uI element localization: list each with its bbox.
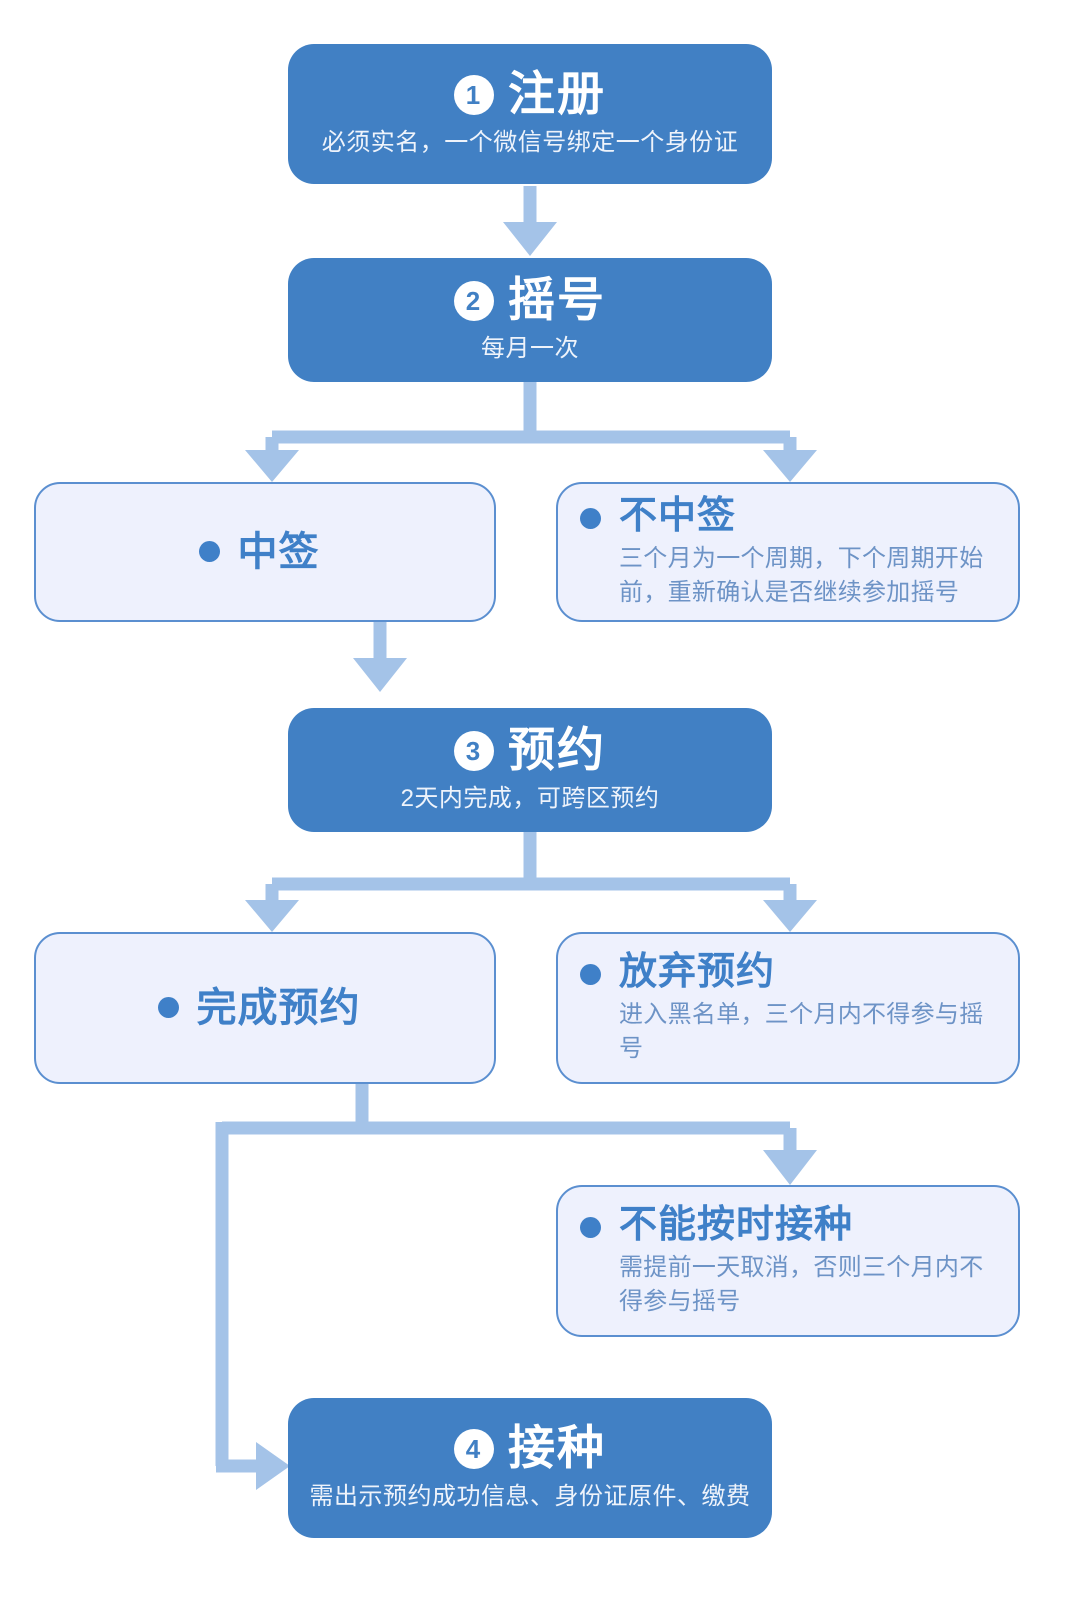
- edge-done-split: [222, 1084, 817, 1185]
- outcome-desc-giveup: 进入黑名单，三个月内不得参与摇号: [619, 1000, 984, 1063]
- edge-done-to-vaccinate: [215, 1122, 290, 1490]
- step-node-vaccinate[interactable]: 4 接种 需出示预约成功信息、身份证原件、缴费: [288, 1398, 772, 1538]
- bullet-icon: [580, 963, 601, 985]
- outcome-heading-done: 完成预约: [196, 985, 361, 1030]
- outcome-heading-win: 中签: [237, 529, 320, 574]
- step-node-lottery[interactable]: 2 摇号 每月一次: [288, 258, 772, 382]
- step-subtitle-register: 必须实名，一个微信号绑定一个身份证: [321, 128, 739, 156]
- outcome-desc-late: 需提前一天取消，否则三个月内不得参与摇号: [619, 1253, 984, 1316]
- edge-register-to-lottery: [503, 186, 557, 256]
- outcome-node-win[interactable]: 中签: [34, 482, 496, 622]
- bullet-icon: [580, 1216, 601, 1238]
- outcome-heading-nowin: 不中签: [619, 494, 737, 537]
- step-title-text-appoint: 预约: [508, 723, 606, 777]
- step-title-text-vaccinate: 接种: [508, 1421, 606, 1475]
- outcome-texts-late: 不能按时接种 需提前一天取消，否则三个月内不得参与摇号: [619, 1203, 996, 1319]
- step-badge-2: 2: [454, 280, 494, 321]
- outcome-row-done: 完成预约: [157, 985, 361, 1031]
- step-title-text-lottery: 摇号: [508, 273, 606, 327]
- step-subtitle-lottery: 每月一次: [481, 334, 579, 362]
- outcome-texts-win: 中签: [238, 529, 320, 575]
- outcome-row-nowin: 不中签 三个月为一个周期，下个周期开始前，重新确认是否继续参加摇号: [558, 494, 1018, 610]
- outcome-row-late: 不能按时接种 需提前一天取消，否则三个月内不得参与摇号: [558, 1203, 1018, 1319]
- step-title-appoint: 3 预约: [454, 723, 606, 777]
- outcome-row-win: 中签: [198, 529, 320, 575]
- step-title-register: 1 注册: [454, 67, 606, 121]
- outcome-heading-late: 不能按时接种: [619, 1203, 854, 1246]
- step-node-appoint[interactable]: 3 预约 2天内完成，可跨区预约: [288, 708, 772, 832]
- step-badge-4: 4: [454, 1428, 494, 1469]
- outcome-row-giveup: 放弃预约 进入黑名单，三个月内不得参与摇号: [558, 950, 1018, 1066]
- bullet-icon: [198, 541, 220, 563]
- outcome-node-giveup[interactable]: 放弃预约 进入黑名单，三个月内不得参与摇号: [556, 932, 1020, 1084]
- edge-appoint-split: [245, 832, 817, 932]
- outcome-texts-giveup: 放弃预约 进入黑名单，三个月内不得参与摇号: [619, 950, 996, 1066]
- step-subtitle-vaccinate: 需出示预约成功信息、身份证原件、缴费: [309, 1482, 751, 1510]
- outcome-desc-nowin: 三个月为一个周期，下个周期开始前，重新确认是否继续参加摇号: [619, 544, 984, 607]
- step-badge-3: 3: [454, 730, 494, 771]
- step-title-text-register: 注册: [508, 67, 606, 121]
- outcome-node-late[interactable]: 不能按时接种 需提前一天取消，否则三个月内不得参与摇号: [556, 1185, 1020, 1337]
- bullet-icon: [157, 997, 179, 1019]
- bullet-icon: [580, 507, 601, 529]
- edge-win-to-appoint: [353, 622, 407, 692]
- edge-lottery-split: [245, 382, 817, 482]
- outcome-node-nowin[interactable]: 不中签 三个月为一个周期，下个周期开始前，重新确认是否继续参加摇号: [556, 482, 1020, 622]
- outcome-node-done[interactable]: 完成预约: [34, 932, 496, 1084]
- outcome-heading-giveup: 放弃预约: [619, 950, 776, 993]
- step-subtitle-appoint: 2天内完成，可跨区预约: [400, 784, 660, 812]
- step-badge-1: 1: [454, 74, 494, 115]
- step-title-vaccinate: 4 接种: [454, 1421, 606, 1475]
- step-node-register[interactable]: 1 注册 必须实名，一个微信号绑定一个身份证: [288, 44, 772, 184]
- step-title-lottery: 2 摇号: [454, 273, 606, 327]
- outcome-texts-done: 完成预约: [197, 985, 361, 1031]
- outcome-texts-nowin: 不中签 三个月为一个周期，下个周期开始前，重新确认是否继续参加摇号: [619, 494, 996, 610]
